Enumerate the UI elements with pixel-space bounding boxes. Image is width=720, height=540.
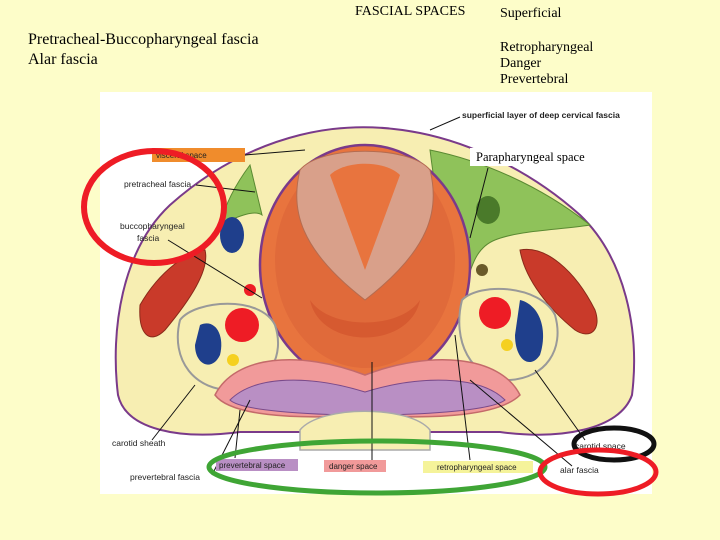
left-caption-line2: Alar fascia — [28, 51, 98, 68]
vessel-left-upper — [220, 217, 244, 253]
arrow-carotid-sheath — [151, 384, 196, 441]
arrow-carotid-space — [534, 369, 586, 441]
highlight-circle-deep-spaces — [206, 438, 548, 496]
arrow-alar-fascia — [469, 379, 573, 467]
arrow-retropharyngeal-space — [454, 334, 471, 461]
label-carotid-sheath: carotid sheath — [112, 438, 166, 448]
gland-right — [476, 196, 500, 224]
sternocleidomastoid-right — [519, 248, 598, 335]
carotid-artery-right — [479, 297, 511, 329]
carotid-artery-left — [225, 308, 259, 342]
list-item-prevertebral: Prevertebral — [500, 72, 569, 87]
highlight-circle-pretracheal — [81, 148, 227, 266]
jugular-vein-right — [515, 300, 544, 363]
deep-spaces-list: Retropharyngeal Danger Prevertebral — [500, 40, 593, 88]
vagus-nerve-left — [227, 354, 239, 366]
label-superficial-layer: superficial layer of deep cervical fasci… — [462, 110, 620, 120]
slide-title: FASCIAL SPACES — [355, 4, 466, 19]
superficial-heading: Superficial — [500, 6, 562, 21]
label-prevertebral-space: prevertebral space — [219, 461, 286, 470]
retropharyngeal-space-tag — [423, 461, 533, 473]
arrow-parapharyngeal — [469, 167, 489, 239]
label-buccopharyngeal-line1: buccopharyngeal — [120, 221, 185, 231]
label-parapharyngeal-space: Parapharyngeal space — [476, 150, 585, 164]
sternocleidomastoid-left — [139, 249, 207, 338]
small-artery-left — [244, 284, 256, 296]
left-caption-line1: Pretracheal-Buccopharyngeal fascia — [28, 31, 259, 48]
list-item-retropharyngeal: Retropharyngeal — [500, 40, 594, 55]
list-item-danger: Danger — [500, 56, 542, 71]
label-prevertebral-fascia: prevertebral fascia — [130, 472, 200, 482]
laryngeal-lumen — [330, 163, 400, 270]
highlight-circle-carotid-space — [571, 425, 657, 463]
label-retropharyngeal-space: retropharyngeal space — [437, 463, 517, 472]
arrow-visceral-space — [244, 149, 306, 156]
label-danger-space: danger space — [329, 462, 378, 471]
node-right — [476, 264, 488, 276]
arrow-superficial-layer — [429, 116, 461, 131]
label-pretracheal-fascia: pretracheal fascia — [124, 179, 191, 189]
jugular-vein-left — [195, 323, 222, 365]
parapharyngeal-label-box — [470, 148, 598, 166]
arrow-prevertebral-space — [234, 409, 241, 459]
vagus-nerve-right — [501, 339, 513, 351]
prevertebral-space-tag — [216, 459, 298, 471]
label-buccopharyngeal-line2: fascia — [137, 233, 159, 243]
label-alar-fascia: alar fascia — [560, 465, 599, 475]
highlight-circle-alar-fascia — [537, 447, 659, 497]
arrow-pretracheal-fascia — [195, 184, 256, 193]
label-carotid-space: carotid space — [575, 441, 626, 451]
arrow-buccopharyngeal — [167, 239, 263, 299]
lower-pharynx — [310, 300, 420, 338]
danger-space-tag — [324, 460, 386, 472]
